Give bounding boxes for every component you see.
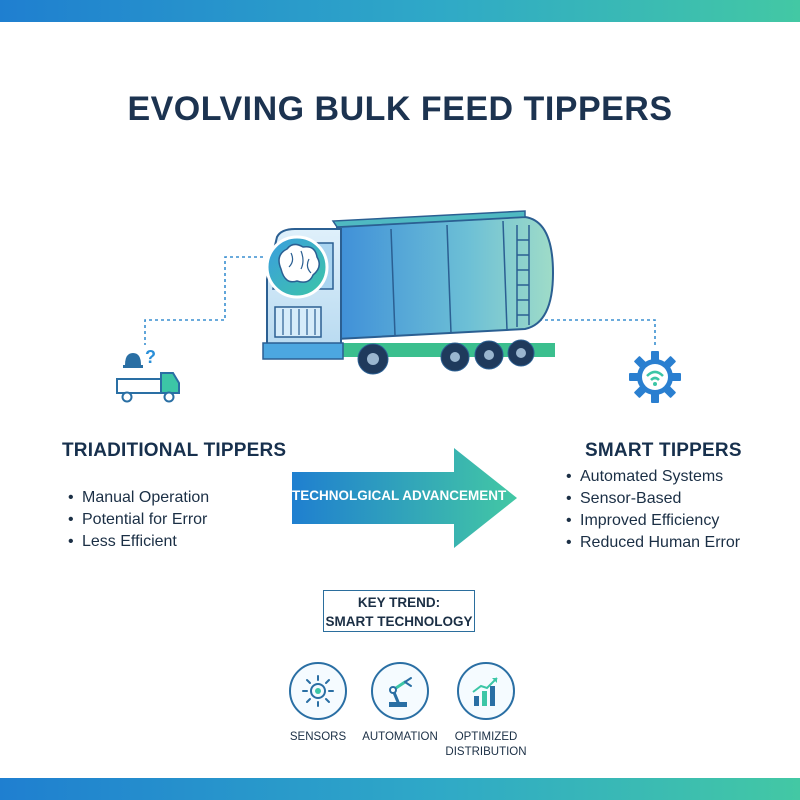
growth-chart-icon — [457, 662, 515, 720]
feature-automation: AUTOMATION — [330, 662, 470, 745]
feature-label-line1: OPTIMIZED — [454, 731, 518, 743]
traditional-tippers-heading: TRIADITIONAL TIPPERS — [62, 440, 287, 461]
small-truck-question-icon: ? — [116, 347, 180, 403]
page-title: EVOLVING BULK FEED TIPPERS — [127, 90, 673, 128]
advancement-label: TECHNOLGICAL ADVANCEMENT — [292, 488, 507, 503]
feature-sensors: SENSORS — [248, 662, 388, 745]
key-trend-label: KEY TREND: — [357, 595, 441, 610]
feature-label-line2: DISTRIBUTION — [445, 746, 527, 758]
feature-label: SENSORS — [289, 731, 347, 743]
list-item: Sensor-Based — [566, 488, 740, 510]
feature-label: OPTIMIZED DISTRIBUTION — [416, 730, 556, 760]
traditional-tippers-list: Manual Operation Potential for Error Les… — [68, 487, 209, 553]
list-item: Improved Efficiency — [566, 510, 740, 532]
sensor-icon — [289, 662, 347, 720]
robot-arm-icon — [371, 662, 429, 720]
feature-optimized-distribution: OPTIMIZED DISTRIBUTION — [416, 662, 556, 760]
list-item: Potential for Error — [68, 509, 209, 531]
hero-illustration: ? — [116, 210, 681, 403]
key-trend-box: KEY TREND: SMART TECHNOLOGY — [323, 590, 475, 632]
advancement-arrow — [292, 448, 517, 548]
list-item: Manual Operation — [68, 487, 209, 509]
brain-icon — [265, 235, 329, 299]
list-item: Reduced Human Error — [566, 532, 740, 554]
gear-wifi-icon — [629, 351, 681, 403]
list-item: Less Efficient — [68, 531, 209, 553]
svg-text:?: ? — [145, 347, 156, 367]
bottom-gradient-band — [0, 778, 800, 800]
connector-lines — [144, 256, 656, 345]
top-gradient-band — [0, 0, 800, 22]
list-item: Automated Systems — [566, 466, 740, 488]
key-trend-value: SMART TECHNOLOGY — [325, 614, 473, 629]
smart-tippers-heading: SMART TIPPERS — [585, 440, 742, 461]
feature-label: AUTOMATION — [362, 731, 438, 743]
smart-tippers-list: Automated Systems Sensor-Based Improved … — [566, 466, 740, 554]
